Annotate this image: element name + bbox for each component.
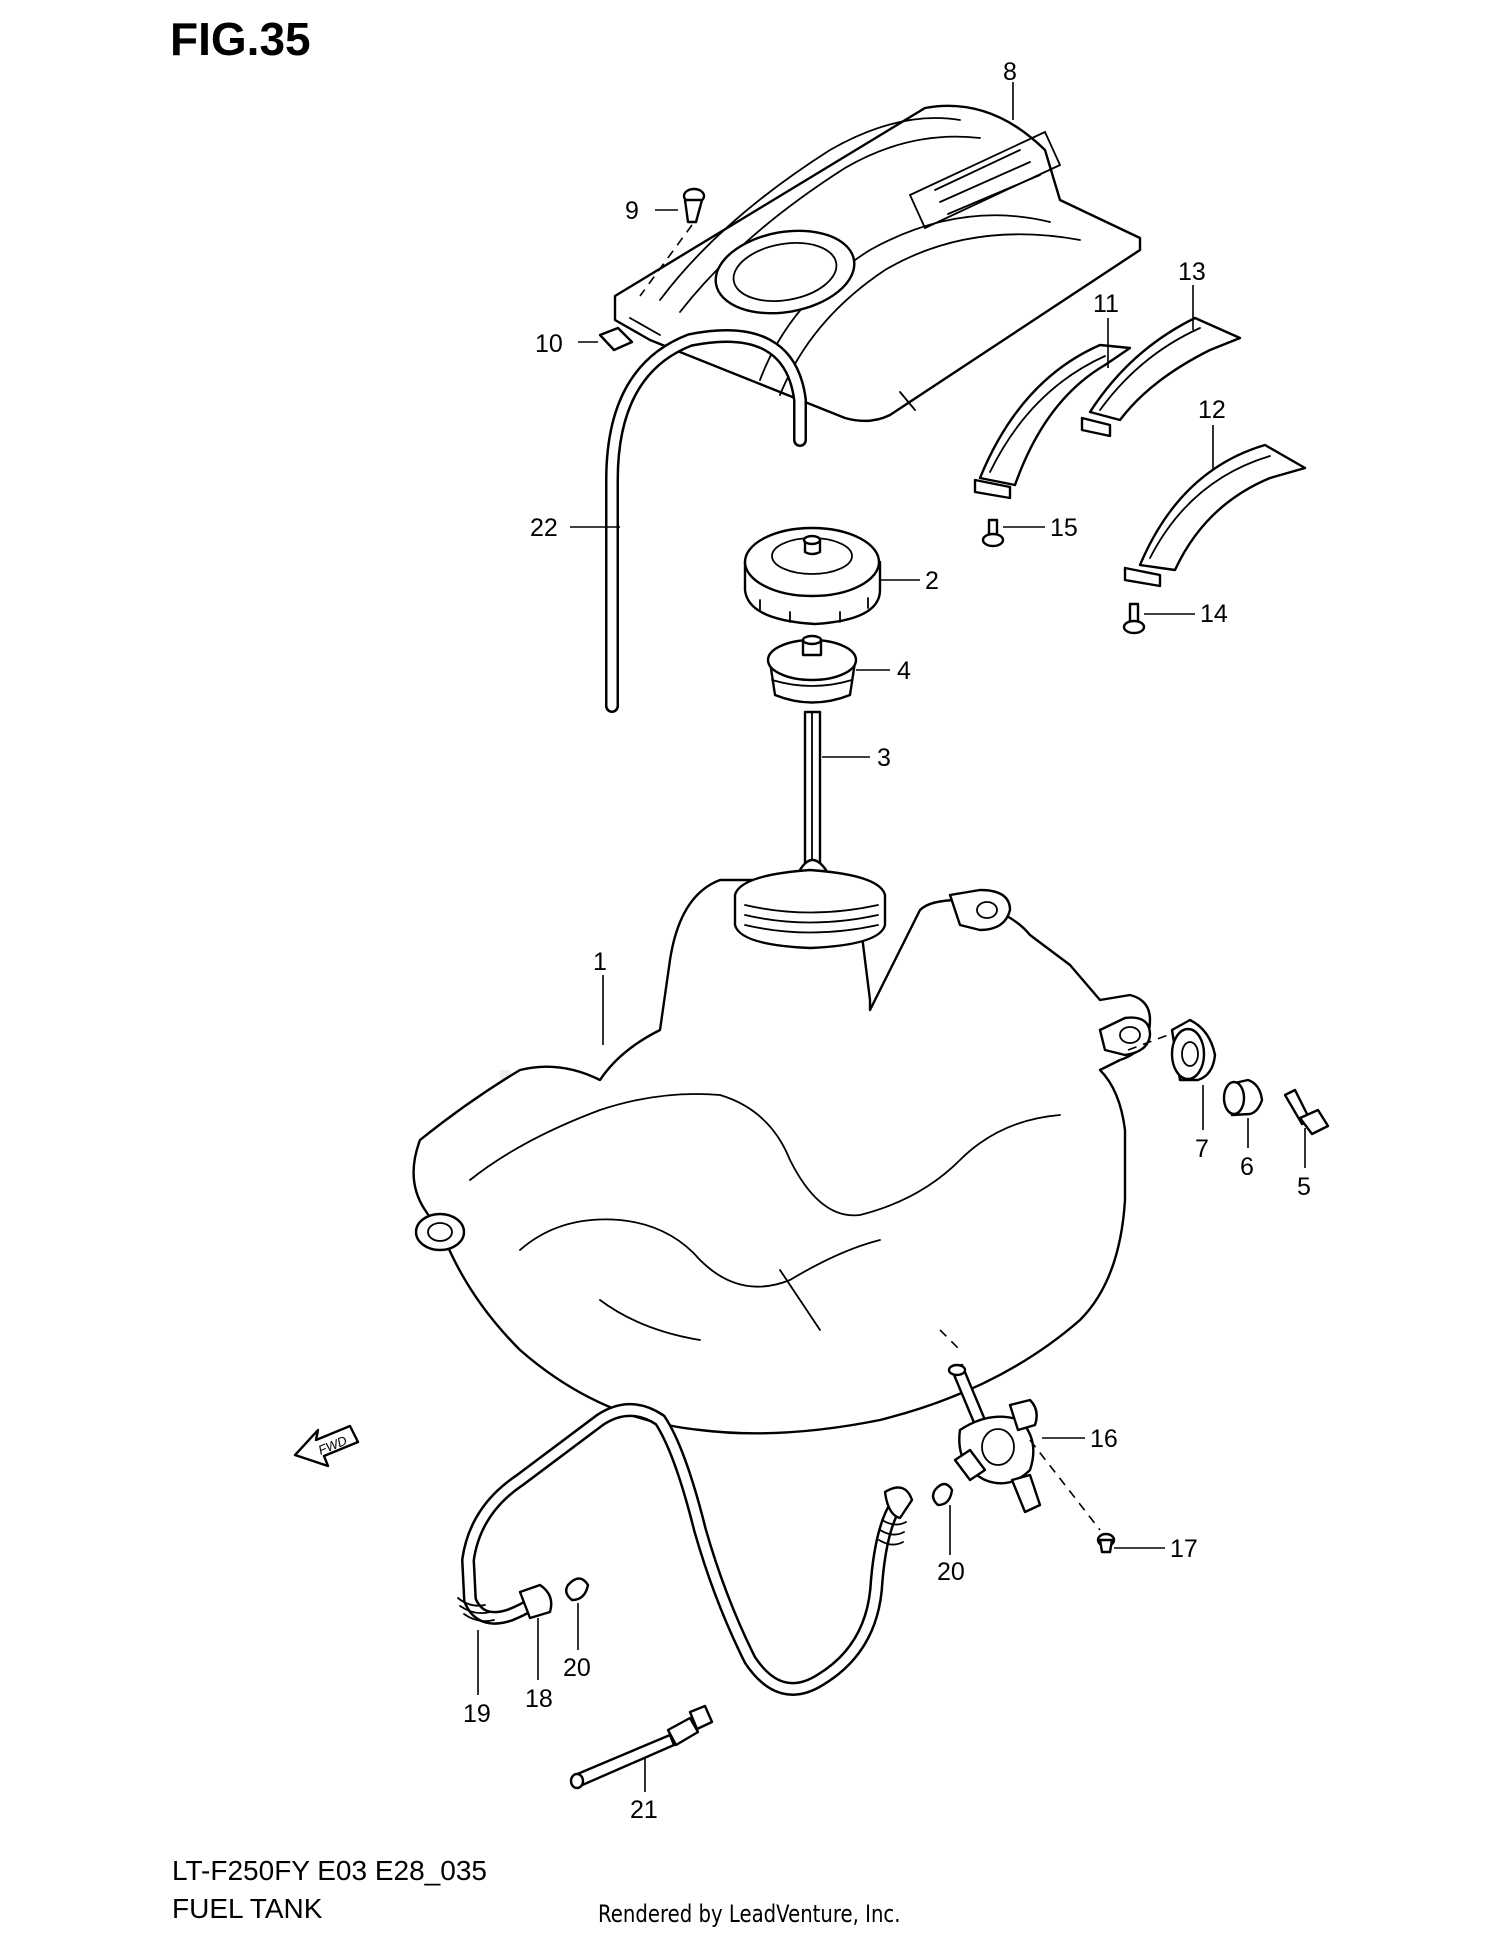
part-clamp-20a xyxy=(931,1482,954,1507)
part-bolt-5 xyxy=(1283,1088,1330,1136)
part-breather-hose-22 xyxy=(605,329,807,713)
section-title: FUEL TANK xyxy=(172,1893,323,1924)
part-strap-12 xyxy=(1123,443,1307,588)
render-credit: Rendered by LeadVenture, Inc. xyxy=(598,1900,901,1928)
callout-leaders xyxy=(477,82,1306,1792)
part-hose-21 xyxy=(569,1704,714,1790)
callout-15: 15 xyxy=(1050,514,1078,542)
callout-17: 17 xyxy=(1170,1535,1198,1563)
callout-22: 22 xyxy=(530,514,558,542)
callout-8: 8 xyxy=(1003,58,1017,86)
assembly-line-cock xyxy=(939,1329,961,1351)
callout-19: 19 xyxy=(463,1700,491,1728)
callout-9: 9 xyxy=(625,197,639,225)
assembly-line-cushion xyxy=(1127,1034,1169,1051)
part-fuel-cap-2 xyxy=(743,526,882,626)
part-fuel-tank-1 xyxy=(412,868,1152,1435)
callout-11: 11 xyxy=(1093,290,1119,318)
fwd-label: FWD xyxy=(316,1433,349,1458)
callout-2: 2 xyxy=(925,567,939,595)
callout-18: 18 xyxy=(525,1685,553,1713)
part-screw-9 xyxy=(639,187,706,297)
part-strap-11 xyxy=(973,343,1132,500)
callout-10: 10 xyxy=(535,330,563,358)
part-bolt-14 xyxy=(1122,602,1146,635)
callout-labels: 8 9 10 11 13 12 15 14 22 2 4 3 1 7 6 5 1… xyxy=(463,58,1311,1824)
part-bolt-15 xyxy=(981,518,1005,548)
callout-21: 21 xyxy=(630,1796,658,1824)
part-screw-17 xyxy=(1096,1532,1116,1554)
model-code: LT-F250FY E03 E28_035 xyxy=(172,1855,487,1886)
callout-20b: 20 xyxy=(563,1654,591,1682)
figure-title: FIG.35 xyxy=(170,13,311,65)
part-nut-10 xyxy=(598,326,634,352)
callout-7: 7 xyxy=(1195,1135,1209,1163)
callout-20a: 20 xyxy=(937,1558,965,1586)
callout-6: 6 xyxy=(1240,1153,1254,1181)
part-hose-sleeve-19 xyxy=(457,1519,907,1623)
part-gauge-gasket-4 xyxy=(766,634,858,704)
part-cushion-7 xyxy=(1170,1018,1217,1082)
callout-4: 4 xyxy=(897,657,911,685)
part-fuel-hose-18 xyxy=(460,1403,914,1696)
callout-16: 16 xyxy=(1090,1425,1118,1453)
fwd-direction-arrow: FWD xyxy=(293,1424,360,1468)
part-fuel-cock-16 xyxy=(947,1363,1101,1531)
callout-3: 3 xyxy=(877,744,891,772)
part-collar-6 xyxy=(1222,1078,1264,1117)
callout-1: 1 xyxy=(593,948,607,976)
callout-12: 12 xyxy=(1198,396,1226,424)
part-clamp-20b xyxy=(565,1577,590,1602)
callout-14: 14 xyxy=(1200,600,1228,628)
callout-5: 5 xyxy=(1297,1173,1311,1201)
part-strap-13 xyxy=(1080,316,1242,438)
callout-13: 13 xyxy=(1178,258,1206,286)
